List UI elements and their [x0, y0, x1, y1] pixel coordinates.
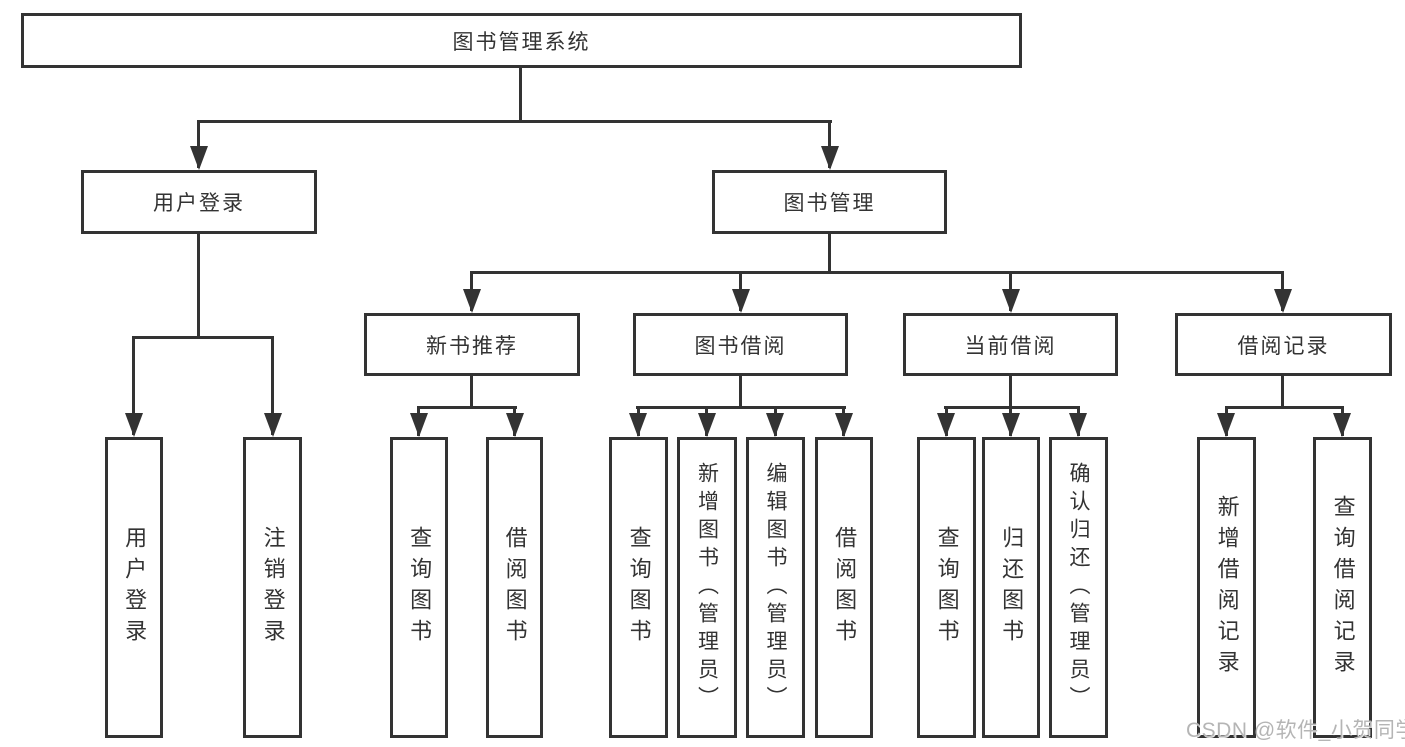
connector-borrowing-branch: [636, 406, 846, 409]
leaf-label: 借阅图书: [832, 525, 858, 650]
connector-userlogin-branch: [132, 336, 274, 339]
connector-current-branch: [944, 406, 1080, 409]
leaf-bw-add-books-admin: 新增图书（管理员）: [677, 437, 737, 738]
leaf-cu-return-books: 归还图书: [982, 437, 1040, 738]
arrow-bw-add: [698, 413, 716, 437]
arrow-rc-query: [1333, 413, 1351, 437]
leaf-label: 归还图书: [999, 525, 1025, 650]
arrow-nb-borrow: [506, 413, 524, 437]
arrow-bw-borrow: [835, 413, 853, 437]
connector-borrowing-drop: [739, 376, 742, 409]
arrow-new-books: [463, 289, 481, 313]
arrow-ul-login: [125, 413, 143, 437]
leaf-rc-query-record: 查询借阅记录: [1313, 437, 1372, 738]
leaf-nb-query-books: 查询图书: [390, 437, 448, 738]
leaf-bw-query-books: 查询图书: [609, 437, 668, 738]
arrow-ul-logout: [264, 413, 282, 437]
node-book-borrowing: 图书借阅: [633, 313, 848, 376]
leaf-logout: 注销登录: [243, 437, 302, 738]
leaf-label: 借阅图书: [502, 525, 528, 650]
arrow-user-login: [190, 146, 208, 170]
arrow-cu-confirm: [1069, 413, 1087, 437]
connector-drop-ul-logout: [271, 336, 274, 435]
leaf-label: 新增图书（管理员）: [695, 461, 719, 714]
connector-root-drop: [519, 68, 522, 122]
leaf-nb-borrow-books: 借阅图书: [486, 437, 543, 738]
leaf-label: 查询图书: [626, 525, 652, 650]
arrow-bw-edit: [766, 413, 784, 437]
connector-newbooks-branch: [417, 406, 517, 409]
leaf-label: 用户登录: [122, 525, 148, 650]
connector-drop-ul-login: [132, 336, 135, 435]
leaf-label: 注销登录: [260, 525, 286, 650]
leaf-rc-add-record: 新增借阅记录: [1197, 437, 1256, 738]
arrow-nb-query: [410, 413, 428, 437]
connector-drop-book-mgmt: [828, 120, 831, 168]
arrow-bw-query: [629, 413, 647, 437]
arrow-records: [1274, 289, 1292, 313]
csdn-watermark: CSDN @软件_小贺同学: [1186, 719, 1405, 742]
connector-drop-user-login: [197, 120, 200, 168]
connector-level3-branch: [470, 271, 1284, 274]
leaf-cu-confirm-return-admin: 确认归还（管理员）: [1049, 437, 1108, 738]
arrow-rc-add: [1217, 413, 1235, 437]
connector-bookmgmt-drop: [828, 234, 831, 274]
leaf-label: 查询图书: [934, 525, 960, 650]
leaf-bw-edit-books-admin: 编辑图书（管理员）: [746, 437, 805, 738]
leaf-user-login: 用户登录: [105, 437, 163, 738]
leaf-cu-query-books: 查询图书: [917, 437, 976, 738]
node-borrowing-records: 借阅记录: [1175, 313, 1392, 376]
node-current-borrowing: 当前借阅: [903, 313, 1118, 376]
leaf-label: 新增借阅记录: [1214, 494, 1240, 681]
node-user-login: 用户登录: [81, 170, 317, 234]
connector-current-drop: [1009, 376, 1012, 409]
connector-newbooks-drop: [470, 376, 473, 409]
arrow-current: [1002, 289, 1020, 313]
node-book-management: 图书管理: [712, 170, 947, 234]
arrow-borrowing: [732, 289, 750, 313]
leaf-label: 查询借阅记录: [1330, 494, 1356, 681]
connector-level2-branch: [197, 120, 832, 123]
arrow-book-mgmt: [821, 146, 839, 170]
leaf-bw-borrow-books: 借阅图书: [815, 437, 873, 738]
arrow-cu-query: [937, 413, 955, 437]
leaf-label: 编辑图书（管理员）: [764, 461, 788, 714]
arrow-cu-return: [1002, 413, 1020, 437]
node-new-book-recommend: 新书推荐: [364, 313, 580, 376]
leaf-label: 确认归还（管理员）: [1067, 461, 1091, 714]
leaf-label: 查询图书: [407, 525, 433, 650]
connector-userlogin-drop: [197, 234, 200, 339]
node-root: 图书管理系统: [21, 13, 1022, 68]
connector-records-drop: [1281, 376, 1284, 409]
connector-records-branch: [1225, 406, 1343, 409]
